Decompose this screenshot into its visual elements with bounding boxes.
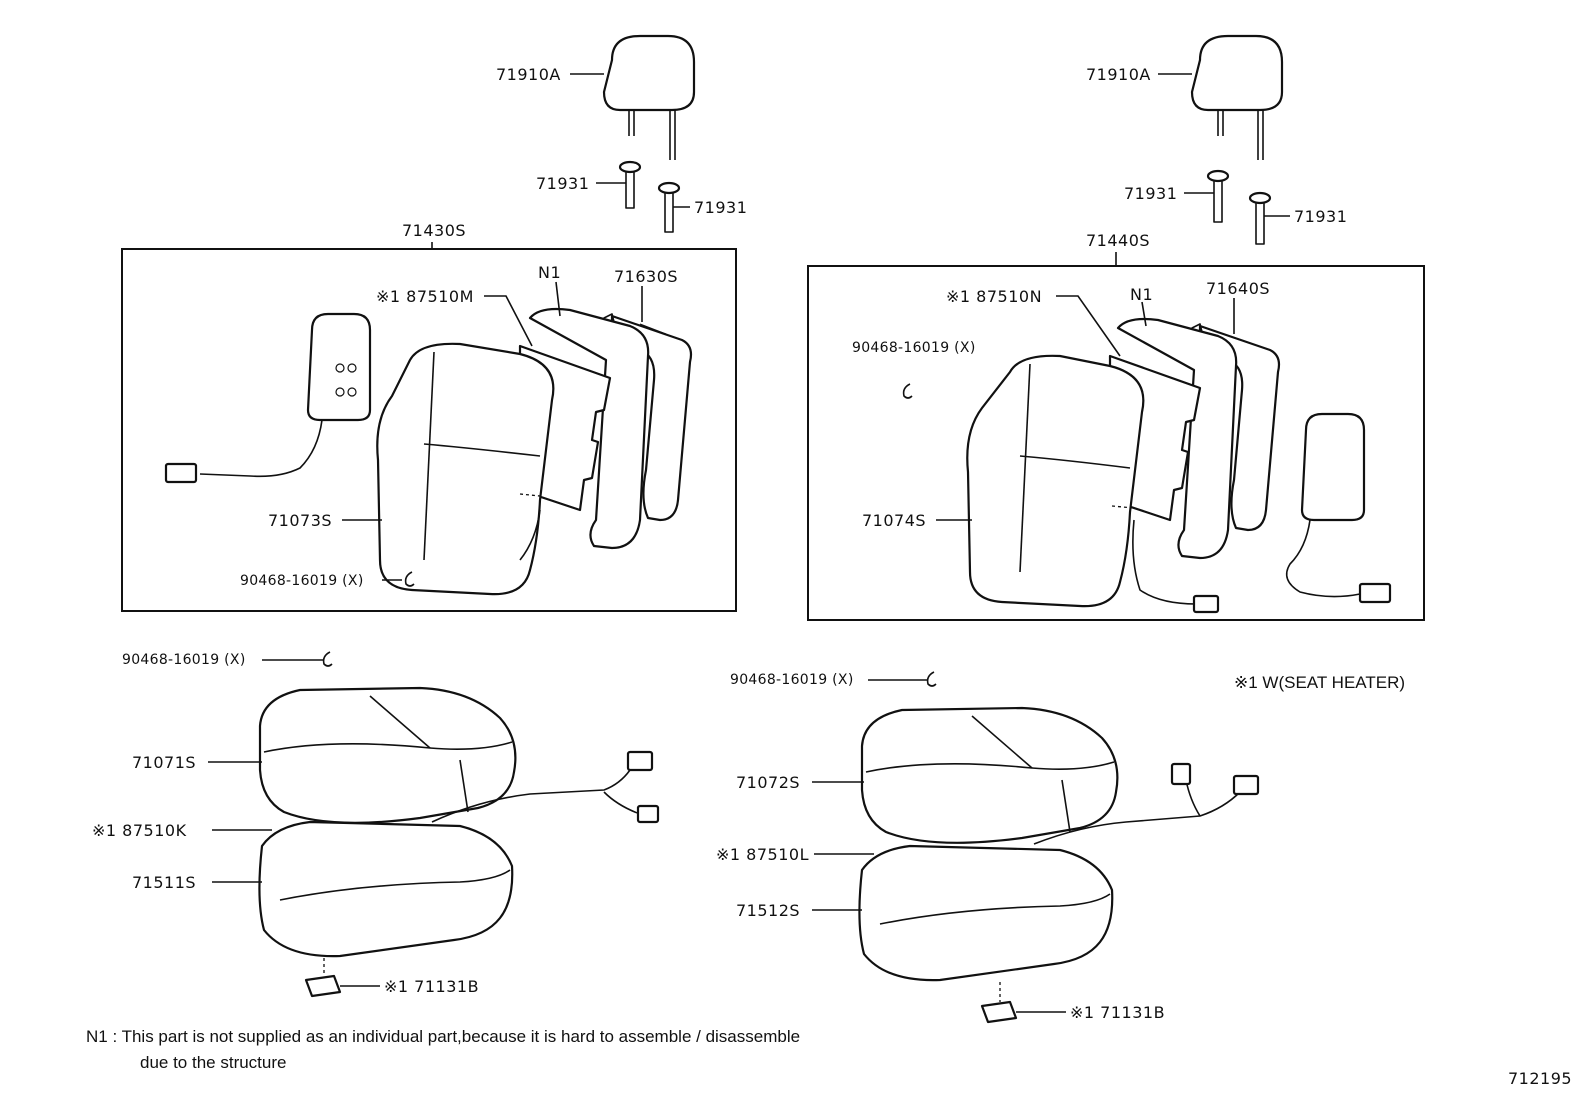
label-right-back-frame: 71640S [1206, 279, 1270, 298]
left-switch [304, 974, 342, 998]
leader-line [555, 281, 561, 317]
label-left-hog-ring-cushion: 90468-16019 (X) [122, 652, 246, 668]
right-headrest [1190, 34, 1284, 160]
label-right-hog-ring-back: 90468-16019 (X) [852, 340, 976, 356]
left-back-assy-box [121, 248, 737, 612]
label-left-headrest: 71910A [496, 65, 561, 84]
label-left-switch: ※1 71131B [384, 977, 479, 996]
right-switch [980, 1000, 1018, 1024]
hog-ring-icon [926, 671, 937, 687]
label-right-headrest: 71910A [1086, 65, 1151, 84]
right-back-assy-box [807, 265, 1425, 621]
left-headrest-guide-a [618, 160, 642, 209]
label-left-hog-ring-back: 90468-16019 (X) [240, 573, 364, 589]
leader-line [1056, 295, 1121, 357]
label-left-back-frame: 71630S [614, 267, 678, 286]
label-right-heater-back: ※1 87510N [946, 287, 1042, 306]
label-right-heater-cushion: ※1 87510L [716, 845, 809, 864]
label-right-back-assy: 71440S [1086, 231, 1150, 250]
left-cushion-pad [258, 820, 514, 958]
label-left-cushion-pad: 71511S [132, 873, 196, 892]
right-cushion-cover [860, 706, 1119, 844]
right-headrest-guide-a [1206, 169, 1230, 223]
label-left-heater-cushion: ※1 87510K [92, 821, 187, 840]
left-headrest-guide-b [657, 181, 681, 233]
footnote-line-1: N1 : This part is not supplied as an ind… [86, 1027, 800, 1046]
hog-ring-icon [322, 651, 333, 667]
right-side-airbag [1285, 412, 1392, 604]
label-right-cushion-cover: 71072S [736, 773, 800, 792]
label-left-back-cover: 71073S [268, 511, 332, 530]
right-back-cover [966, 354, 1220, 614]
right-cushion-pad [858, 844, 1114, 982]
label-right-n1: N1 [1130, 285, 1153, 304]
leader-line [484, 295, 533, 347]
label-right-hog-ring-cushion: 90468-16019 (X) [730, 672, 854, 688]
footnote-line-2: due to the structure [140, 1053, 286, 1072]
label-left-guide-b: 71931 [694, 198, 747, 217]
left-back-cover [376, 342, 555, 596]
leader-line [1141, 301, 1147, 327]
label-right-guide-b: 71931 [1294, 207, 1347, 226]
label-left-cushion-cover: 71071S [132, 753, 196, 772]
figure-number: 712195 [1508, 1069, 1572, 1088]
legend-seat-heater: ※1 W(SEAT HEATER) [1234, 673, 1405, 692]
label-right-cushion-pad: 71512S [736, 901, 800, 920]
label-left-guide-a: 71931 [536, 174, 589, 193]
hog-ring-icon [404, 571, 415, 587]
right-headrest-guide-b [1248, 191, 1272, 245]
label-left-back-assy: 71430S [402, 221, 466, 240]
label-right-back-cover: 71074S [862, 511, 926, 530]
label-right-switch: ※1 71131B [1070, 1003, 1165, 1022]
left-headrest [602, 34, 696, 160]
label-right-guide-a: 71931 [1124, 184, 1177, 203]
right-cushion-wire [1033, 762, 1260, 845]
right-back-pad [1116, 317, 1238, 560]
left-side-airbag [164, 312, 372, 484]
left-cushion-wire [431, 750, 660, 824]
left-cushion-cover [258, 686, 517, 824]
label-left-n1: N1 [538, 263, 561, 282]
hog-ring-icon [902, 383, 913, 399]
label-left-heater-back: ※1 87510M [376, 287, 474, 306]
